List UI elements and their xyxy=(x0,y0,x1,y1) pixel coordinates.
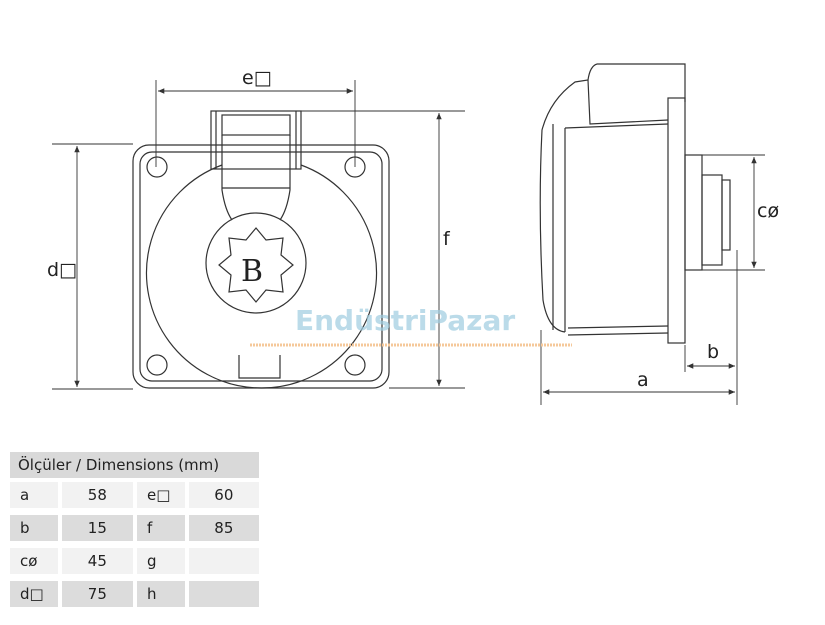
side-view xyxy=(539,63,731,344)
table-row: a 58 e□ 60 xyxy=(10,482,260,508)
label-a: a xyxy=(637,369,649,391)
dimensions-table: Ölçüler / Dimensions (mm) a 58 e□ 60 b 1… xyxy=(10,452,260,614)
table-row: cø 45 g xyxy=(10,548,260,574)
front-view xyxy=(132,110,390,389)
table-title: Ölçüler / Dimensions (mm) xyxy=(10,452,259,478)
label-e: e□ xyxy=(242,67,272,89)
table-row: b 15 f 85 xyxy=(10,515,260,541)
svg-text:EndüstriPazar: EndüstriPazar xyxy=(295,304,515,337)
technical-drawing: EndüstriPazar e□ d□ f B cø b a xyxy=(47,63,779,405)
label-c: cø xyxy=(757,200,779,222)
watermark: EndüstriPazar xyxy=(250,304,572,347)
table-row: d□ 75 h xyxy=(10,581,260,607)
label-f: f xyxy=(443,228,451,250)
logo-letter: B xyxy=(241,254,263,289)
side-dimensions xyxy=(540,154,765,405)
label-b: b xyxy=(707,341,719,363)
front-dimensions xyxy=(52,80,465,390)
label-d: d□ xyxy=(47,259,77,281)
